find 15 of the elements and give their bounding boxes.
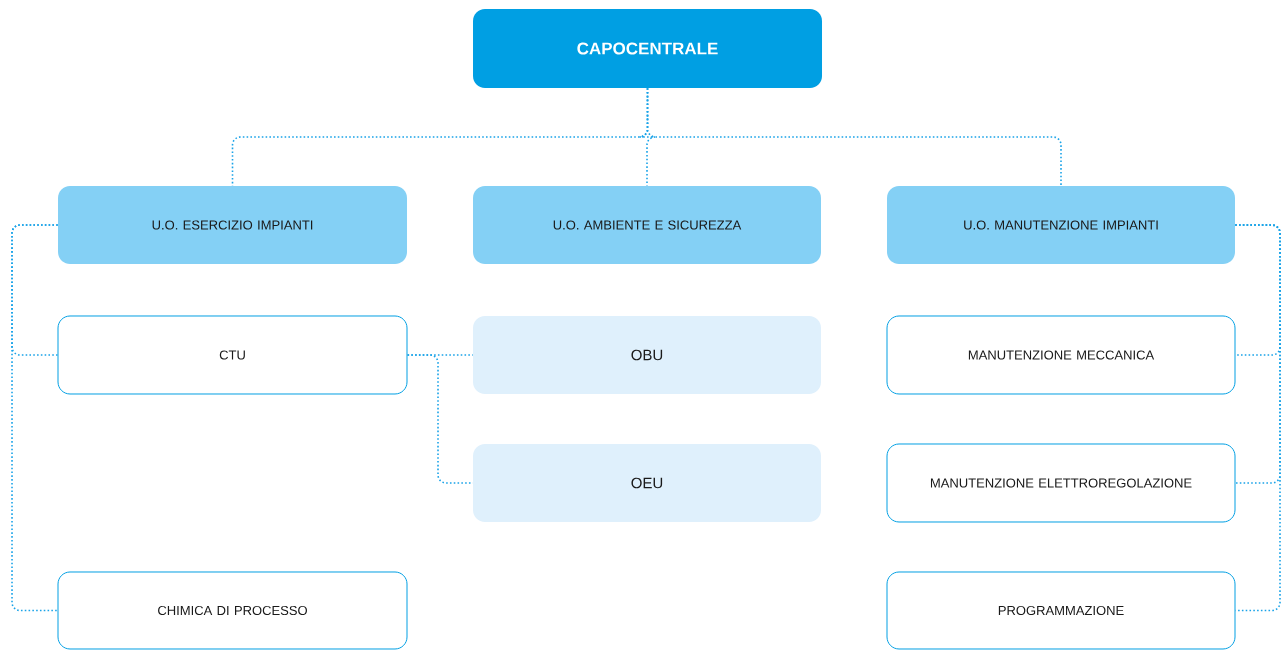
title-box: CAPOCENTRALE — [473, 9, 822, 88]
office-box: CTU — [57, 315, 408, 395]
unit-box: U.O. AMBIENTE E SICUREZZA — [473, 186, 821, 264]
office-box: OBU — [473, 316, 821, 394]
unit-box: U.O. ESERCIZIO IMPIANTI — [58, 186, 407, 264]
connector — [646, 87, 1062, 187]
connector — [406, 354, 474, 484]
office-box: CHIMICA DI PROCESSO — [57, 571, 408, 650]
connector — [1234, 224, 1281, 612]
office-box: PROGRAMMAZIONE — [886, 571, 1236, 650]
unit-box: U.O. MANUTENZIONE IMPIANTI — [887, 186, 1235, 264]
connector — [11, 224, 59, 612]
office-box: MANUTENZIONE MECCANICA — [886, 315, 1236, 395]
office-box: MANUTENZIONE ELETTROREGOLAZIONE — [886, 443, 1236, 523]
office-box: OEU — [473, 444, 821, 522]
